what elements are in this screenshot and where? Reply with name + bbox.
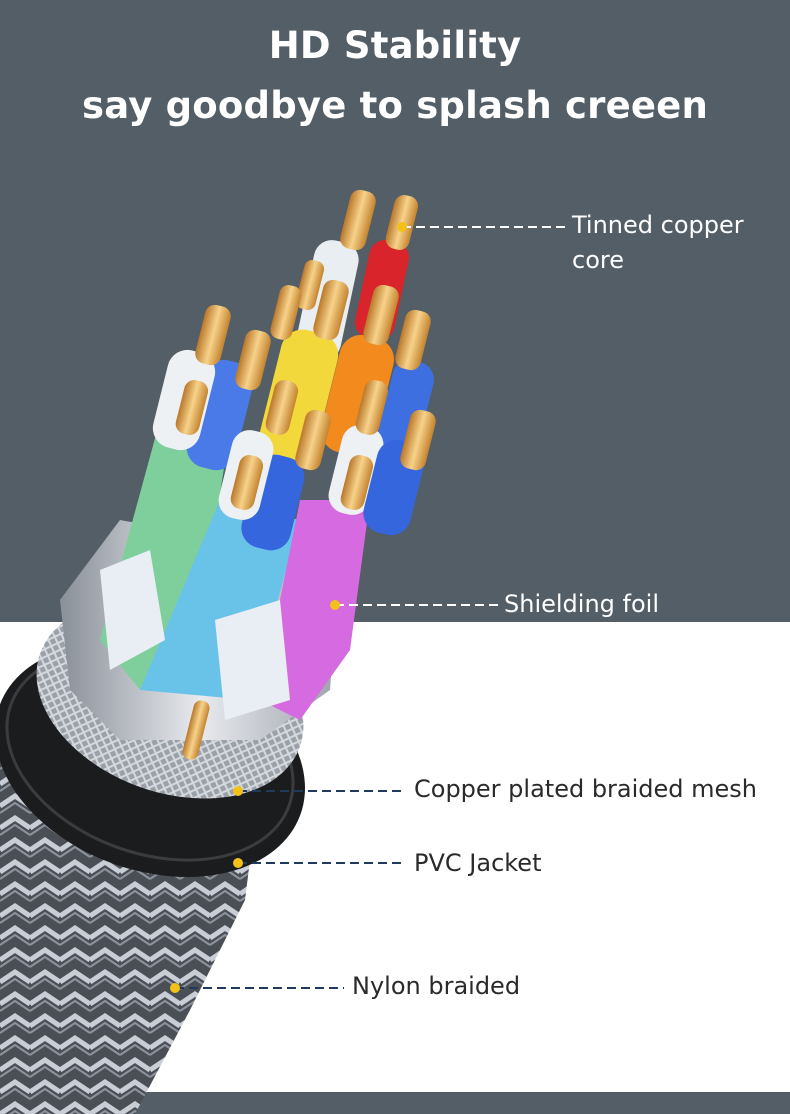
marker-pvc-jacket xyxy=(233,858,243,868)
magenta-pair xyxy=(260,500,370,720)
marker-shielding-foil xyxy=(330,600,340,610)
headline-subtitle: say goodbye to splash creeen xyxy=(81,84,709,127)
callout-copper-braided-mesh: Copper plated braided mesh xyxy=(414,775,758,803)
headline-title: HD Stability xyxy=(268,24,522,67)
white-strands xyxy=(100,550,165,670)
callout-pvc-jacket: PVC Jacket xyxy=(414,849,542,877)
bottom-strip xyxy=(0,1092,790,1114)
callout-nylon-braided: Nylon braided xyxy=(352,972,521,1000)
marker-nylon-braided xyxy=(170,983,180,993)
marker-tinned-copper-core xyxy=(397,222,407,232)
white-strands-2 xyxy=(215,600,290,720)
marker-braided-mesh xyxy=(233,786,243,796)
callout-shielding-foil: Shielding foil xyxy=(504,590,659,618)
callout-tinned-copper-core: Tinned copper core xyxy=(572,211,744,274)
